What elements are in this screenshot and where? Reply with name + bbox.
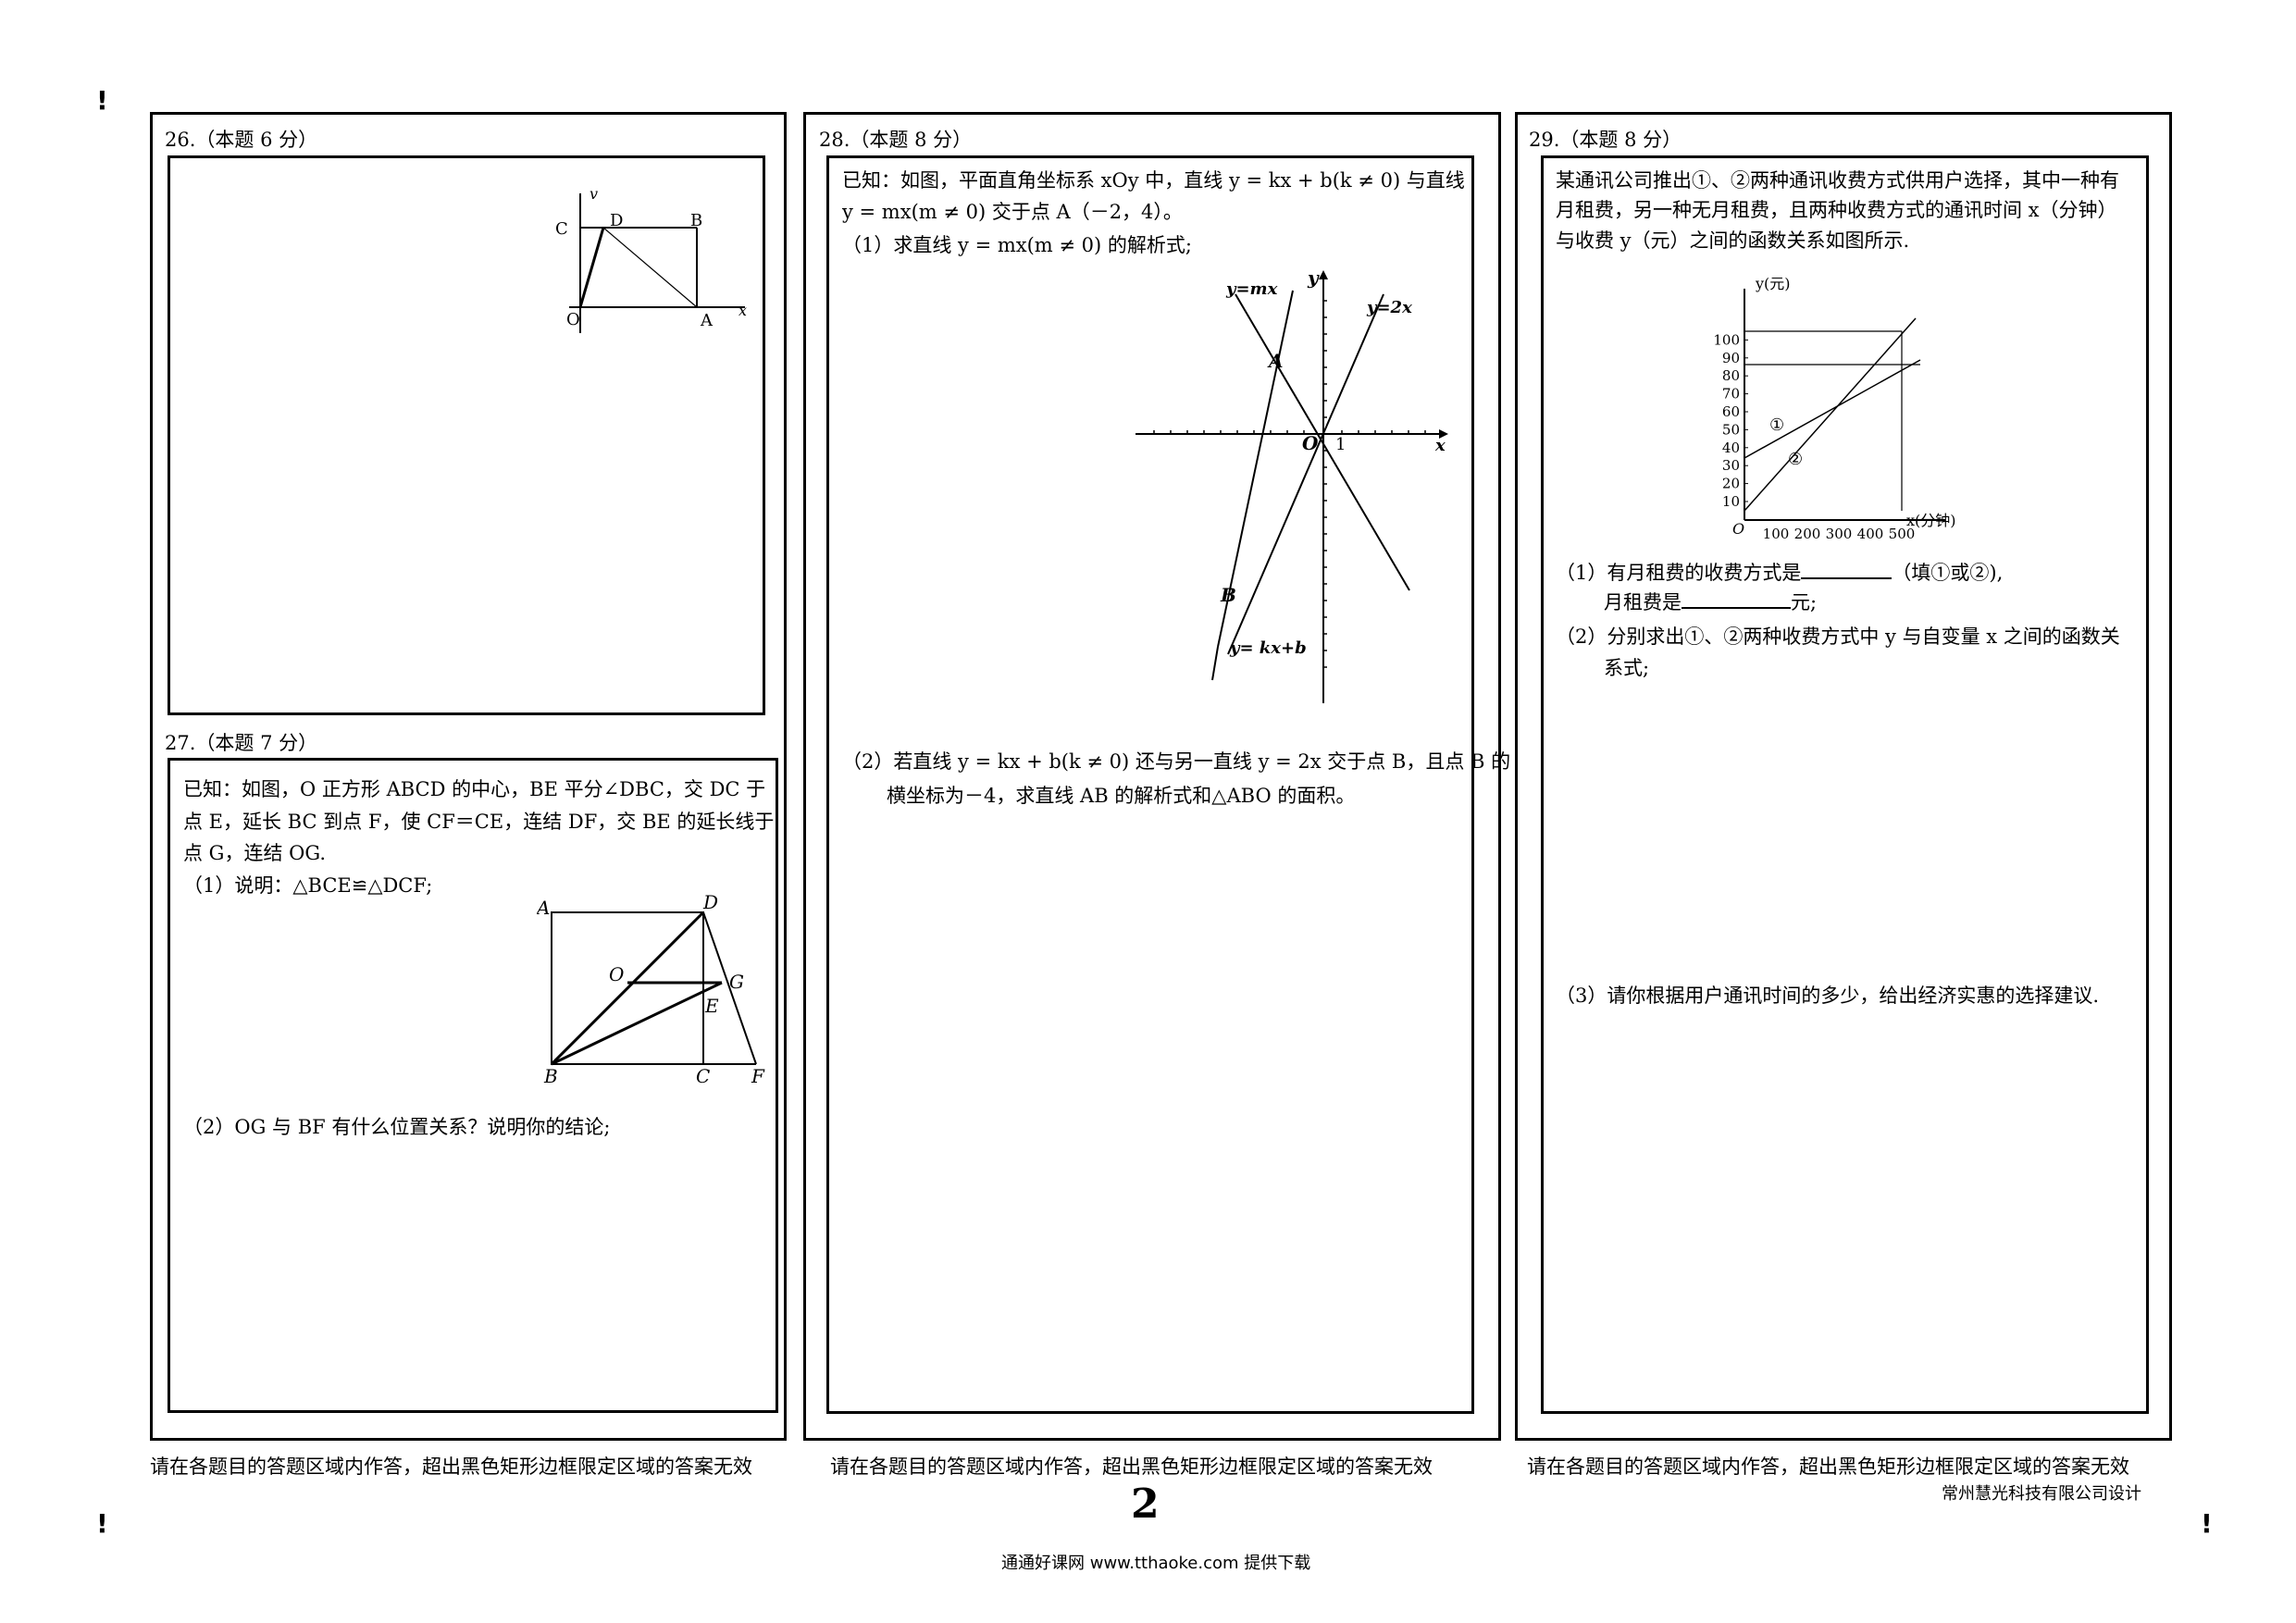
page-number: 2 xyxy=(1131,1481,1160,1528)
q28-part-1: （1）求直线 y = mx(m ≠ 0) 的解析式; xyxy=(842,234,1192,256)
q26-label-d: D xyxy=(610,211,623,230)
q27-label-o: O xyxy=(609,963,624,985)
source-credit: 通通好课网 www.tthaoke.com 提供下载 xyxy=(1001,1554,1311,1573)
q29-y-tick-label: 90 xyxy=(1722,350,1740,366)
corner-mark-top-left: ! xyxy=(96,85,108,116)
answer-column-2 xyxy=(803,112,1501,1441)
q27-label-a: A xyxy=(537,897,550,919)
q29-x-tick-label: 500 xyxy=(1889,526,1916,541)
q29-part-2-line-2: 系式; xyxy=(1604,657,1650,679)
q27-stem-line-1: 已知：如图，O 正方形 ABCD 的中心，BE 平分∠DBC，交 DC 于 xyxy=(183,778,766,800)
q28-label-ymx: y=mx xyxy=(1225,279,1278,299)
q29-stem-line-3: 与收费 y（元）之间的函数关系如图所示. xyxy=(1556,229,1910,252)
q26-header: 26.（本题 6 分） xyxy=(165,129,318,151)
q26-label-b: B xyxy=(690,211,702,230)
q28-label-a: A xyxy=(1267,350,1284,372)
q29-monthly-fee-blank[interactable] xyxy=(1682,587,1791,609)
q29-x-tick-label: 300 xyxy=(1826,526,1853,541)
q27-label-d: D xyxy=(702,891,718,913)
q29-line-1-label: ① xyxy=(1769,415,1784,435)
q29-y-tick-label: 20 xyxy=(1722,476,1740,492)
q28-label-x: x xyxy=(1434,436,1446,455)
q29-y-tick-label: 60 xyxy=(1722,403,1740,420)
q28-label-b: B xyxy=(1220,584,1236,606)
q29-y-tick-label: 30 xyxy=(1722,457,1740,474)
footer-note-2: 请在各题目的答题区域内作答，超出黑色矩形边框限定区域的答案无效 xyxy=(830,1456,1433,1478)
q26-label-a: A xyxy=(700,311,714,330)
q28-label-ykxb: y= kx+b xyxy=(1229,638,1307,658)
q26-label-o: O xyxy=(566,310,580,329)
q28-stem-line-2: y = mx(m ≠ 0) 交于点 A（－2，4）。 xyxy=(842,201,1183,223)
q29-stem-line-1: 某通讯公司推出①、②两种通讯收费方式供用户选择，其中一种有 xyxy=(1556,169,2119,192)
q29-x-tick-label: 400 xyxy=(1857,526,1884,541)
q28-answer-box[interactable] xyxy=(826,155,1474,1414)
q29-part-1-line-2: 月租费是 元; xyxy=(1604,587,1817,616)
q29-fee-unit: 元; xyxy=(1791,591,1818,613)
q28-part-2-line-1: （2）若直线 y = kx + b(k ≠ 0) 还与另一直线 y = 2x 交… xyxy=(842,750,1511,773)
q29-y-tick-label: 70 xyxy=(1722,386,1740,403)
q29-line-2-label: ② xyxy=(1788,450,1803,469)
q28-figure: y=mx y y=2x A O 1 x B y= kx+b xyxy=(1136,268,1448,703)
q28-header: 28.（本题 8 分） xyxy=(819,129,973,151)
q29-y-tick-label: 10 xyxy=(1722,493,1740,510)
footer-note-3: 请在各题目的答题区域内作答，超出黑色矩形边框限定区域的答案无效 xyxy=(1527,1456,2129,1478)
q29-x-tick-label: 100 xyxy=(1763,526,1790,541)
q27-part-2: （2）OG 与 BF 有什么位置关系？说明你的结论; xyxy=(183,1116,611,1138)
q28-label-y: y xyxy=(1307,268,1320,289)
q27-stem-line-3: 点 G，连结 OG. xyxy=(183,842,327,864)
q28-part-2-line-2: 横坐标为－4，求直线 AB 的解析式和△ABO 的面积。 xyxy=(887,785,1356,807)
q27-answer-box[interactable] xyxy=(168,758,778,1413)
designer-credit: 常州慧光科技有限公司设计 xyxy=(1942,1484,2141,1504)
q28-label-y2x: y=2x xyxy=(1366,298,1412,317)
q29-y-tick-label: 100 xyxy=(1713,331,1740,348)
q29-x-label: x(分钟) xyxy=(1906,512,1956,529)
q27-label-f: F xyxy=(751,1065,765,1084)
q29-y-tick-label: 80 xyxy=(1722,367,1740,384)
q26-label-y: v xyxy=(590,185,598,203)
q29-part-3: （3）请你根据用户通讯时间的多少，给出经济实惠的选择建议. xyxy=(1556,985,2100,1007)
corner-mark-bottom-left: ! xyxy=(96,1508,108,1539)
q29-y-tick-label: 40 xyxy=(1722,440,1740,456)
q26-figure: C D B O A v x xyxy=(555,185,747,333)
q29-stem-line-2: 月租费，另一种无月租费，且两种收费方式的通讯时间 x（分钟） xyxy=(1556,199,2117,221)
q29-fee-prompt: 月租费是 xyxy=(1604,591,1682,613)
q29-header: 29.（本题 8 分） xyxy=(1529,129,1682,151)
q29-answer-box[interactable] xyxy=(1541,155,2149,1414)
answer-column-1 xyxy=(150,112,787,1441)
q27-label-b: B xyxy=(543,1065,558,1084)
q27-label-e: E xyxy=(704,995,719,1017)
q29-y-label: y(元) xyxy=(1755,278,1791,292)
q29-y-tick-label: 50 xyxy=(1722,421,1740,438)
q29-origin-label: O xyxy=(1732,520,1744,538)
q29-part-1-prompt: （1）有月租费的收费方式是 xyxy=(1556,562,1802,584)
q29-x-tick-label: 200 xyxy=(1794,526,1821,541)
q27-label-g: G xyxy=(729,971,744,993)
q28-label-o: O xyxy=(1302,432,1319,454)
q29-part-2-line-1: （2）分别求出①、②两种收费方式中 y 与自变量 x 之间的函数关 xyxy=(1556,626,2120,648)
q27-stem-line-2: 点 E，延长 BC 到点 F，使 CF＝CE，连结 DF，交 BE 的延长线于 xyxy=(183,811,775,833)
q26-label-c: C xyxy=(555,219,568,239)
q29-part-1-line-1: （1）有月租费的收费方式是 （填①或②), xyxy=(1556,557,2003,587)
answer-column-3 xyxy=(1515,112,2172,1441)
q29-part-1-hint: （填①或②), xyxy=(1892,562,2004,584)
q29-monthly-type-blank[interactable] xyxy=(1801,557,1893,579)
footer-note-1: 请在各题目的答题区域内作答，超出黑色矩形边框限定区域的答案无效 xyxy=(150,1456,752,1478)
q27-figure: A D O G E B C F xyxy=(537,891,765,1084)
q26-label-x: x xyxy=(738,302,747,319)
corner-mark-bottom-right: ! xyxy=(2201,1508,2213,1539)
q28-label-one: 1 xyxy=(1335,435,1346,454)
q27-header: 27.（本题 7 分） xyxy=(165,732,318,754)
q27-part-1: （1）说明：△BCE≌△DCF; xyxy=(183,874,433,897)
q28-stem-line-1: 已知：如图，平面直角坐标系 xOy 中，直线 y = kx + b(k ≠ 0)… xyxy=(842,169,1465,192)
q27-label-c: C xyxy=(696,1065,710,1084)
q26-answer-box[interactable] xyxy=(168,155,765,715)
q29-x-ticks: 100 200 300 400 500 xyxy=(1763,526,1916,541)
